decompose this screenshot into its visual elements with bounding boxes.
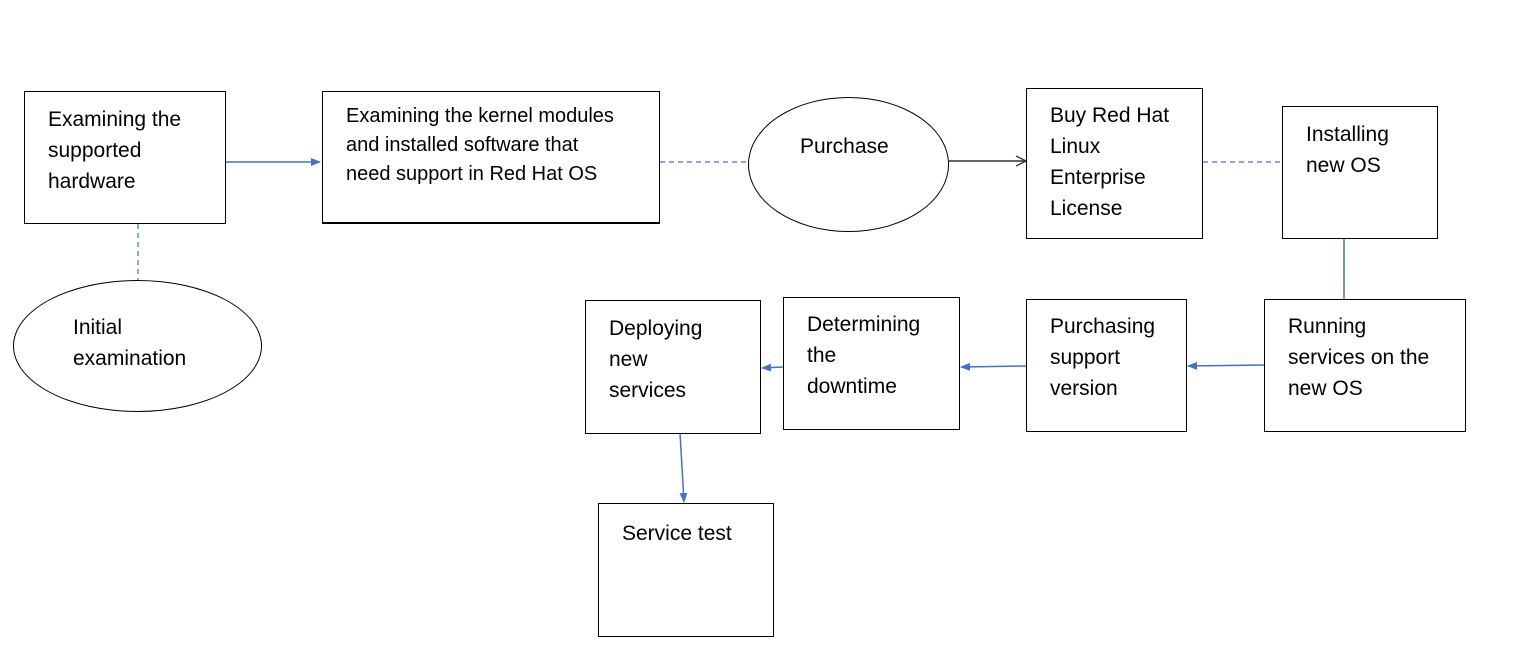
determining-downtime-label: Determining the downtime	[807, 313, 921, 398]
purchasing-support-label: Purchasing support version	[1050, 315, 1156, 400]
initial-examination-label: Initial examination	[73, 316, 187, 370]
buy-license-box: Buy Red Hat Linux Enterprise License	[1026, 88, 1203, 239]
purchase-oval: Purchase	[748, 97, 949, 232]
deploying-services-label: Deploying new services	[609, 317, 703, 402]
initial-examination-oval: Initial examination	[13, 280, 262, 412]
connector-running-to-purchasing	[1187, 361, 1265, 370]
running-services-box: Running services on the new OS	[1264, 299, 1466, 432]
deploying-services-box: Deploying new services	[585, 300, 761, 434]
installing-os-box: Installing new OS	[1282, 106, 1438, 239]
purchase-label: Purchase	[800, 135, 889, 158]
examining-hardware-label: Examining the supported hardware	[48, 108, 182, 193]
service-test-box: Service test	[598, 503, 774, 637]
examining-hardware-box: Examining the supported hardware	[24, 91, 226, 224]
connector-deploying-to-test	[679, 432, 688, 503]
installing-os-label: Installing new OS	[1306, 123, 1389, 177]
examining-kernel-label: Examining the kernel modules and install…	[346, 105, 614, 185]
buy-license-label: Buy Red Hat Linux Enterprise License	[1050, 104, 1170, 220]
service-test-label: Service test	[622, 522, 732, 545]
running-services-label: Running services on the new OS	[1288, 315, 1430, 400]
purchasing-support-box: Purchasing support version	[1026, 299, 1187, 432]
examining-kernel-box: Examining the kernel modules and install…	[322, 91, 660, 224]
connector-determining-to-deploying	[761, 363, 784, 372]
determining-downtime-box: Determining the downtime	[783, 297, 960, 430]
connector-purchasing-to-determining	[960, 362, 1027, 371]
